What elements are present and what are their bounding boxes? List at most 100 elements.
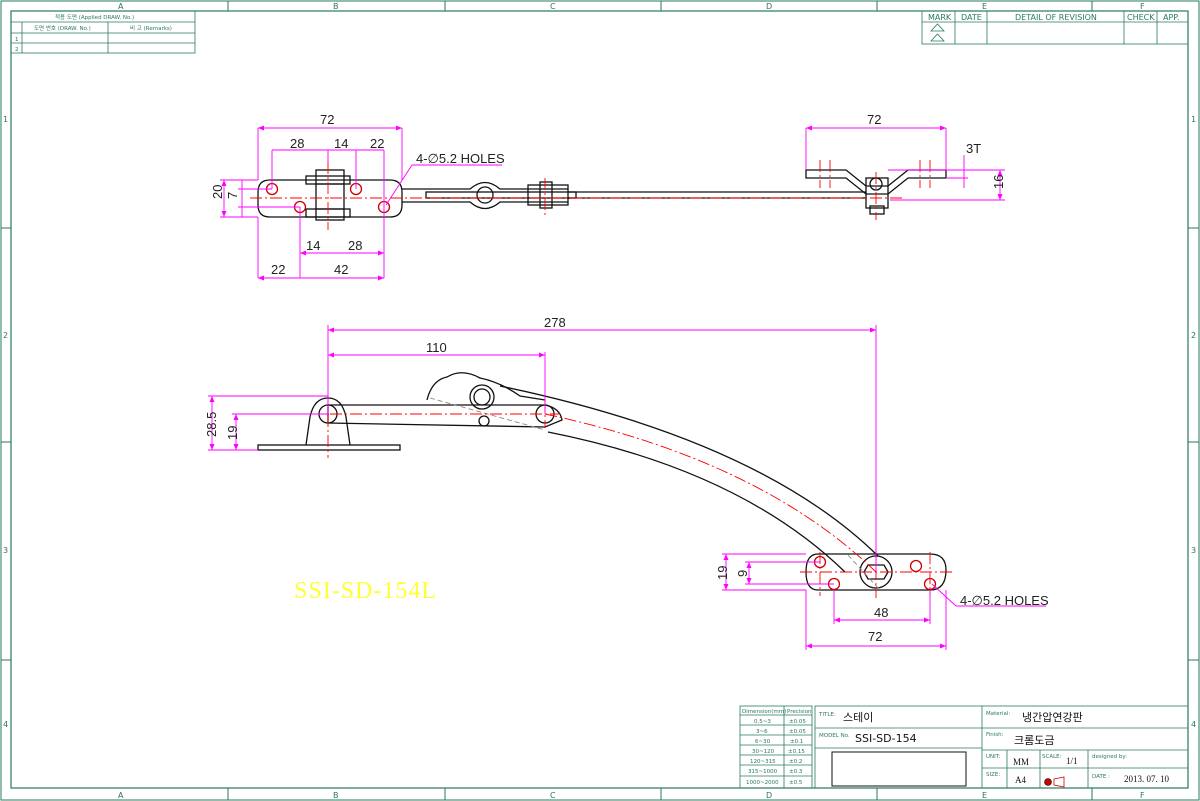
side-view-hidden-lines	[429, 397, 881, 591]
size-value: A4	[1015, 775, 1026, 785]
title-block: TITLE: 스테이 MODEL No. SSI-SD-154 Material…	[814, 705, 1189, 789]
col-label-c-bottom: C	[550, 791, 556, 800]
side-view-part	[257, 372, 947, 591]
top-view-dimension-texts: 72 28 14 22 20 7 14 28 22 42 72 3T 16 4-…	[210, 112, 1006, 277]
designed-by-label: designed by:	[1092, 754, 1127, 760]
title-label: TITLE:	[818, 712, 836, 718]
dim-top-3t: 3T	[966, 141, 981, 156]
dim-side-48: 48	[874, 605, 888, 620]
scale-value: 1/1	[1066, 756, 1078, 766]
top-view-part	[257, 169, 947, 221]
dim-top-22-bottom: 22	[271, 262, 285, 277]
revision-table: MARK DATE DETAIL OF REVISION CHECK APP.	[921, 10, 1189, 45]
col-label-d-top: D	[766, 2, 772, 11]
applied-drawing-row-1: 1	[15, 37, 19, 43]
tolerance-row-dim: 1000~2000	[746, 780, 779, 786]
applied-drawing-col-remarks: 비 고 (Remarks)	[130, 24, 172, 32]
tolerance-table: Dimension(mm) Precision 0.5~3 ±0.05 3~6 …	[739, 705, 813, 789]
dim-side-278: 278	[544, 315, 566, 330]
tolerance-row-prec: ±0.3	[789, 769, 803, 775]
side-view-holes-note: 4-∅5.2 HOLES	[960, 593, 1049, 608]
title-value: 스테이	[843, 711, 873, 724]
size-label: SIZE:	[986, 772, 1000, 778]
dim-side-110: 110	[426, 340, 447, 355]
tolerance-row-dim: 6~30	[755, 739, 771, 745]
dim-side-9: 9	[735, 570, 750, 577]
col-label-e-bottom: E	[982, 791, 987, 800]
part-number-watermark: SSI-SD-154L	[294, 578, 437, 604]
row-label-3-left: 3	[3, 546, 8, 555]
applied-drawing-col-no: 도면 번호 (DRAW. No.)	[34, 24, 91, 32]
applied-drawing-header: 적용 도면 (Applied DRAW. No.)	[55, 13, 134, 21]
tolerance-row-dim: 120~315	[750, 759, 776, 765]
dim-top-22: 22	[370, 136, 384, 151]
row-label-2-left: 2	[3, 331, 8, 340]
revision-col-app: APP.	[1163, 13, 1179, 22]
scale-label: SCALE:	[1042, 754, 1062, 760]
tolerance-row-dim: 0.5~3	[754, 719, 771, 725]
dim-top-14-bottom: 14	[306, 238, 320, 253]
row-label-4-left: 4	[3, 720, 8, 729]
col-label-a-bottom: A	[118, 791, 124, 800]
applied-drawing-row-2: 2	[15, 47, 19, 53]
row-label-2-right: 2	[1191, 331, 1196, 340]
tolerance-header-dim: Dimension(mm)	[742, 709, 786, 715]
col-label-e-top: E	[982, 2, 987, 11]
side-view-dimension-arrows	[209, 327, 946, 649]
dim-top-72-left: 72	[320, 112, 334, 127]
finish-value: 크롬도금	[1014, 734, 1054, 747]
tolerance-row-dim: 3~6	[756, 729, 768, 735]
dim-top-14: 14	[334, 136, 348, 151]
top-view-dimensions	[220, 127, 1005, 279]
dim-top-7: 7	[225, 192, 240, 199]
col-label-c-top: C	[550, 2, 556, 11]
row-label-4-right: 4	[1191, 720, 1196, 729]
tolerance-header-prec: Precision	[787, 709, 812, 715]
row-label-1-left: 1	[3, 115, 8, 124]
tolerance-row-prec: ±0.2	[789, 759, 802, 765]
row-label-1-right: 1	[1191, 115, 1196, 124]
dim-top-16: 16	[991, 175, 1006, 189]
top-view-centerlines	[250, 160, 931, 230]
tolerance-row-prec: ±0.5	[789, 780, 803, 786]
material-value: 냉간압연강판	[1022, 711, 1083, 724]
col-label-b-bottom: B	[333, 791, 339, 800]
finish-label: Finish:	[986, 732, 1004, 738]
col-label-b-top: B	[333, 2, 339, 11]
projection-symbol-icon	[1044, 776, 1065, 788]
unit-value: MM	[1013, 757, 1029, 767]
material-label: Material:	[986, 711, 1010, 717]
tolerance-row-dim: 315~1000	[748, 769, 778, 775]
col-label-d-bottom: D	[766, 791, 772, 800]
revision-col-check: CHECK	[1127, 13, 1155, 22]
date-label: DATE :	[1092, 774, 1110, 780]
dim-side-19-left: 19	[225, 426, 240, 440]
revision-col-mark: MARK	[928, 13, 952, 22]
dim-top-42: 42	[334, 262, 348, 277]
date-value: 2013. 07. 10	[1124, 774, 1170, 784]
side-view-dimension-texts: 278 110 28.5 19 19 9 48 72 4-∅5.2 HOLES	[204, 315, 1049, 644]
col-label-f-bottom: F	[1140, 791, 1145, 800]
tolerance-row-dim: 30~120	[752, 749, 775, 755]
tolerance-row-prec: ±0.15	[788, 749, 805, 755]
col-label-f-top: F	[1140, 2, 1145, 11]
tolerance-row-prec: ±0.05	[789, 719, 806, 725]
unit-label: UNIT:	[986, 754, 1001, 760]
row-label-3-right: 3	[1191, 546, 1196, 555]
revision-col-date: DATE	[961, 13, 982, 22]
col-label-a-top: A	[118, 2, 124, 11]
dim-top-28: 28	[290, 136, 304, 151]
dim-side-72: 72	[868, 629, 882, 644]
dim-top-72-right: 72	[867, 112, 881, 127]
tolerance-row-prec: ±0.05	[789, 729, 806, 735]
grid-labels: A B C D E F A B C D E F 1 2 3 4 1 2 3 4	[3, 2, 1196, 800]
dim-top-20: 20	[210, 185, 225, 199]
top-view-holes-note: 4-∅5.2 HOLES	[416, 151, 505, 166]
revision-col-detail: DETAIL OF REVISION	[1015, 13, 1097, 22]
tolerance-row-prec: ±0.1	[790, 739, 803, 745]
dim-side-28-5: 28.5	[204, 412, 219, 437]
model-label: MODEL No.	[819, 733, 850, 739]
dim-side-19-right: 19	[715, 566, 730, 580]
